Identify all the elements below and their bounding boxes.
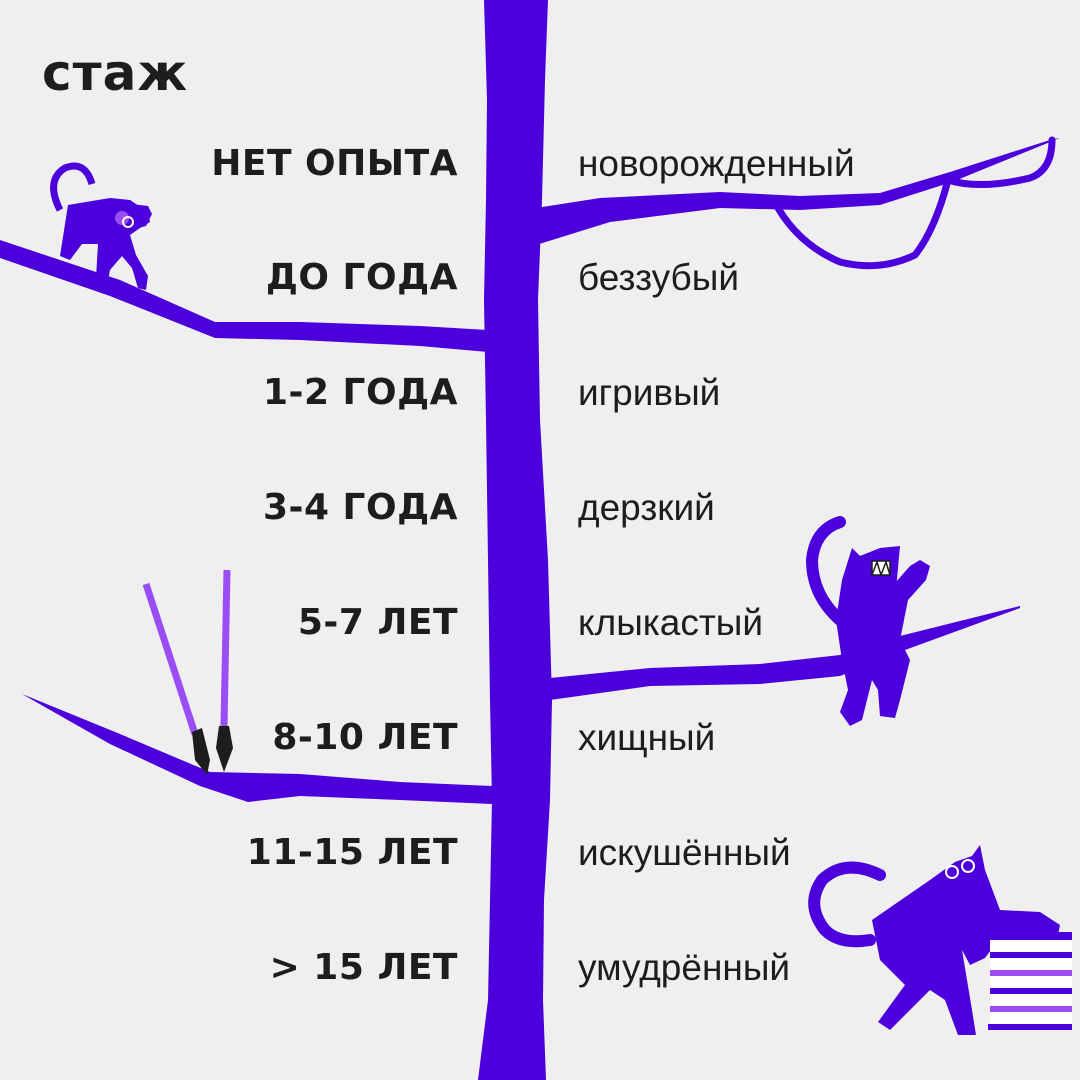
- glasses-icon: [945, 859, 975, 879]
- experience-label: 11-15 ЛЕТ: [246, 832, 458, 873]
- experience-label: 1-2 ГОДА: [262, 372, 458, 413]
- stage-label: дерзкий: [578, 487, 715, 528]
- branch-upper-left: [0, 240, 488, 352]
- stage-label: умудрённый: [578, 947, 791, 988]
- stage-label: искушённый: [578, 832, 791, 873]
- old-monkey-with-books-icon: [808, 845, 1072, 1035]
- page-title: стаж: [42, 44, 189, 102]
- branch-lower-left: [22, 694, 492, 804]
- experience-label: 5-7 ЛЕТ: [297, 602, 458, 643]
- experience-label: 8-10 ЛЕТ: [272, 717, 458, 758]
- vine-upper-right: [774, 136, 1056, 270]
- stage-label: беззубый: [578, 257, 740, 298]
- paintbrush-icon: [142, 569, 233, 775]
- tree-trunk: [478, 0, 552, 1080]
- grinning-monkey-icon: [805, 516, 930, 726]
- book-stack-icon: [988, 932, 1072, 1030]
- stage-label: игривый: [578, 372, 721, 413]
- stage-label: хищный: [578, 717, 716, 758]
- stage-label: новорожденный: [578, 143, 855, 184]
- branch-middle-right: [550, 606, 1020, 700]
- experience-label: 3-4 ГОДА: [262, 487, 458, 528]
- baby-monkey-icon: [50, 162, 152, 290]
- stage-label: клыкастый: [578, 602, 764, 643]
- experience-label: НЕТ ОПЫТА: [211, 143, 458, 184]
- experience-label: ДО ГОДА: [265, 257, 458, 298]
- experience-label: > 15 ЛЕТ: [269, 947, 458, 988]
